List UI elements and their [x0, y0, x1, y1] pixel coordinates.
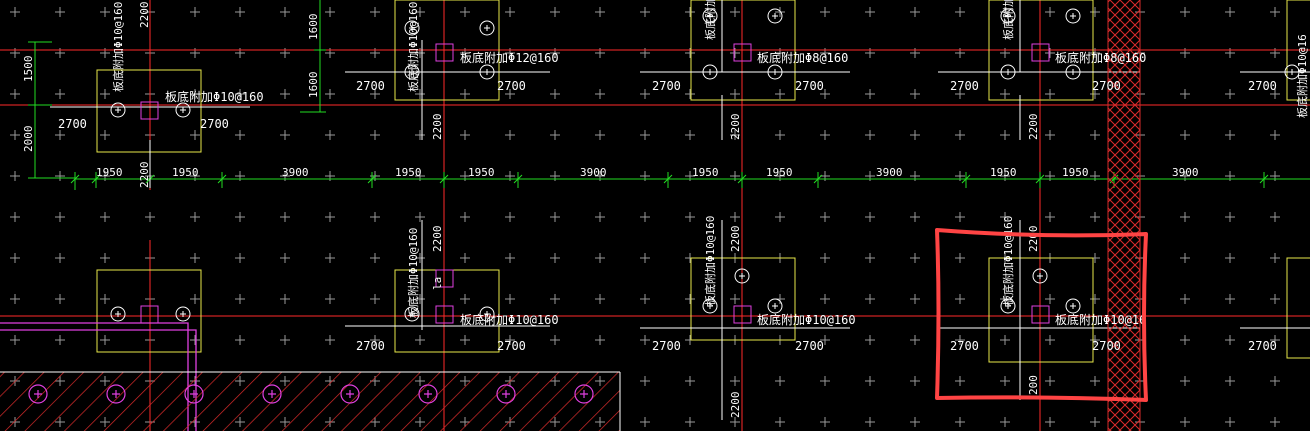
- label-2000: 2000: [22, 126, 35, 153]
- rebar-label-1: 板底附加Φ10@160: [165, 89, 264, 104]
- rebar-label-10: 板底附加Φ10@160: [406, 228, 420, 318]
- dim-text-3900-4: 3900: [1172, 166, 1199, 179]
- label-2200-5: 2200: [1027, 114, 1040, 141]
- rebar-label-11: 板底附加Φ10@160: [757, 312, 856, 327]
- dim-text-1950-6: 1950: [766, 166, 793, 179]
- label-2700-8: 2700: [1092, 79, 1121, 93]
- rebar-label-12: 板底附加Φ10@16: [1055, 312, 1146, 327]
- column-box-1: [96, 69, 202, 153]
- label-2200-3: 2200: [431, 114, 444, 141]
- dim-text-3900-2: 3900: [580, 166, 607, 179]
- label-2700-5: 2700: [652, 79, 681, 93]
- rebar-label-6: 板底附加Φ8@160: [703, 0, 717, 40]
- rebar-label-2: 板底附加Φ10@160: [111, 2, 125, 92]
- rebar-label-14: 板底附加Φ10@160: [1001, 216, 1015, 306]
- label-2700-1: 2700: [58, 117, 87, 131]
- label-2200-8: 2200: [1027, 226, 1040, 253]
- label-2700-15: 2700: [1092, 339, 1121, 353]
- column-box-2: [394, 0, 500, 101]
- dim-text-1950-4: 1950: [468, 166, 495, 179]
- label-2700-10: 2700: [356, 339, 385, 353]
- dim-text-1950-2: 1950: [172, 166, 199, 179]
- column-box-3: [690, 0, 796, 101]
- rebar-squares: [140, 43, 1050, 324]
- label-2700-4: 2700: [497, 79, 526, 93]
- rebar-label-4: 板底附加Φ10@160: [406, 2, 420, 92]
- dim-text-1950-3: 1950: [395, 166, 422, 179]
- rebar-label-3: 板底附加Φ12@160: [460, 50, 559, 65]
- highlight-annotation-box: [935, 228, 1148, 402]
- rebar-label-7: 板底附加Φ8@160: [1055, 50, 1146, 65]
- label-la: la: [431, 277, 444, 290]
- grid-plus-marks: [10, 7, 1280, 427]
- rebar-label-8: 板底附加Φ8@160: [1001, 0, 1015, 40]
- dim-text-3900-3: 3900: [876, 166, 903, 179]
- leader-lines: [50, 0, 1310, 420]
- label-2700-11: 2700: [497, 339, 526, 353]
- rebar-label-9: 板底附加Φ10@160: [460, 312, 559, 327]
- label-1600-1: 1600: [307, 14, 320, 41]
- dim-text-3900-1: 3900: [282, 166, 309, 179]
- label-1600-2: 1600: [307, 72, 320, 99]
- label-2700-9: 2700: [1248, 79, 1277, 93]
- label-2700-2: 2700: [200, 117, 229, 131]
- dim-text-1950-7: 1950: [990, 166, 1017, 179]
- label-2200-1: 2200: [138, 2, 151, 29]
- column-box-10: [1286, 257, 1310, 359]
- rebar-label-13: 板底附加Φ10@160: [703, 216, 717, 306]
- column-box-6: [96, 269, 202, 353]
- label-2700-16: 2700: [1248, 339, 1277, 353]
- dim-text-1950-1: 1950: [96, 166, 123, 179]
- column-box-5: [1286, 0, 1310, 101]
- label-200: 200: [1027, 375, 1040, 395]
- dimension-texts: 1950 1950 3900 1950 1950 3900 1950 1950 …: [96, 166, 1199, 179]
- dim-text-1950-8: 1950: [1062, 166, 1089, 179]
- length-labels-2700: 2700 2700 2700 2700 2700 2700 2700 2700 …: [58, 79, 1277, 353]
- rebar-annotations: 板底附加Φ10@160 板底附加Φ10@160 板底附加Φ12@160 板底附加…: [111, 0, 1309, 327]
- column-box-9: [988, 257, 1094, 363]
- bolt-circles: [110, 8, 1300, 322]
- column-boxes: [96, 0, 1310, 363]
- vertical-labels: 1500 2000 1600 1600 2200 2200 2200 2200 …: [22, 2, 1040, 419]
- label-2700-14: 2700: [950, 339, 979, 353]
- label-2700-3: 2700: [356, 79, 385, 93]
- label-2700-6: 2700: [795, 79, 824, 93]
- dimension-chain: [28, 0, 1310, 190]
- label-2700-12: 2700: [652, 339, 681, 353]
- column-box-8: [690, 257, 796, 341]
- hatched-slab: [0, 371, 621, 431]
- rebar-label-15: 板底附加Φ10@16: [1295, 34, 1309, 118]
- label-2700-7: 2700: [950, 79, 979, 93]
- dim-text-1950-5: 1950: [692, 166, 719, 179]
- label-2200-9: 2200: [729, 392, 742, 419]
- label-2200-4: 2200: [729, 114, 742, 141]
- label-2200-2: 2200: [138, 162, 151, 189]
- slab-bolt-circles: [28, 384, 594, 404]
- label-1500: 1500: [22, 56, 35, 83]
- label-2700-13: 2700: [795, 339, 824, 353]
- rebar-label-5: 板底附加Φ8@160: [757, 50, 848, 65]
- label-2200-6: 2200: [431, 226, 444, 253]
- label-2200-7: 2200: [729, 226, 742, 253]
- column-box-4: [988, 0, 1094, 101]
- crosshatch-wall: [1107, 0, 1141, 431]
